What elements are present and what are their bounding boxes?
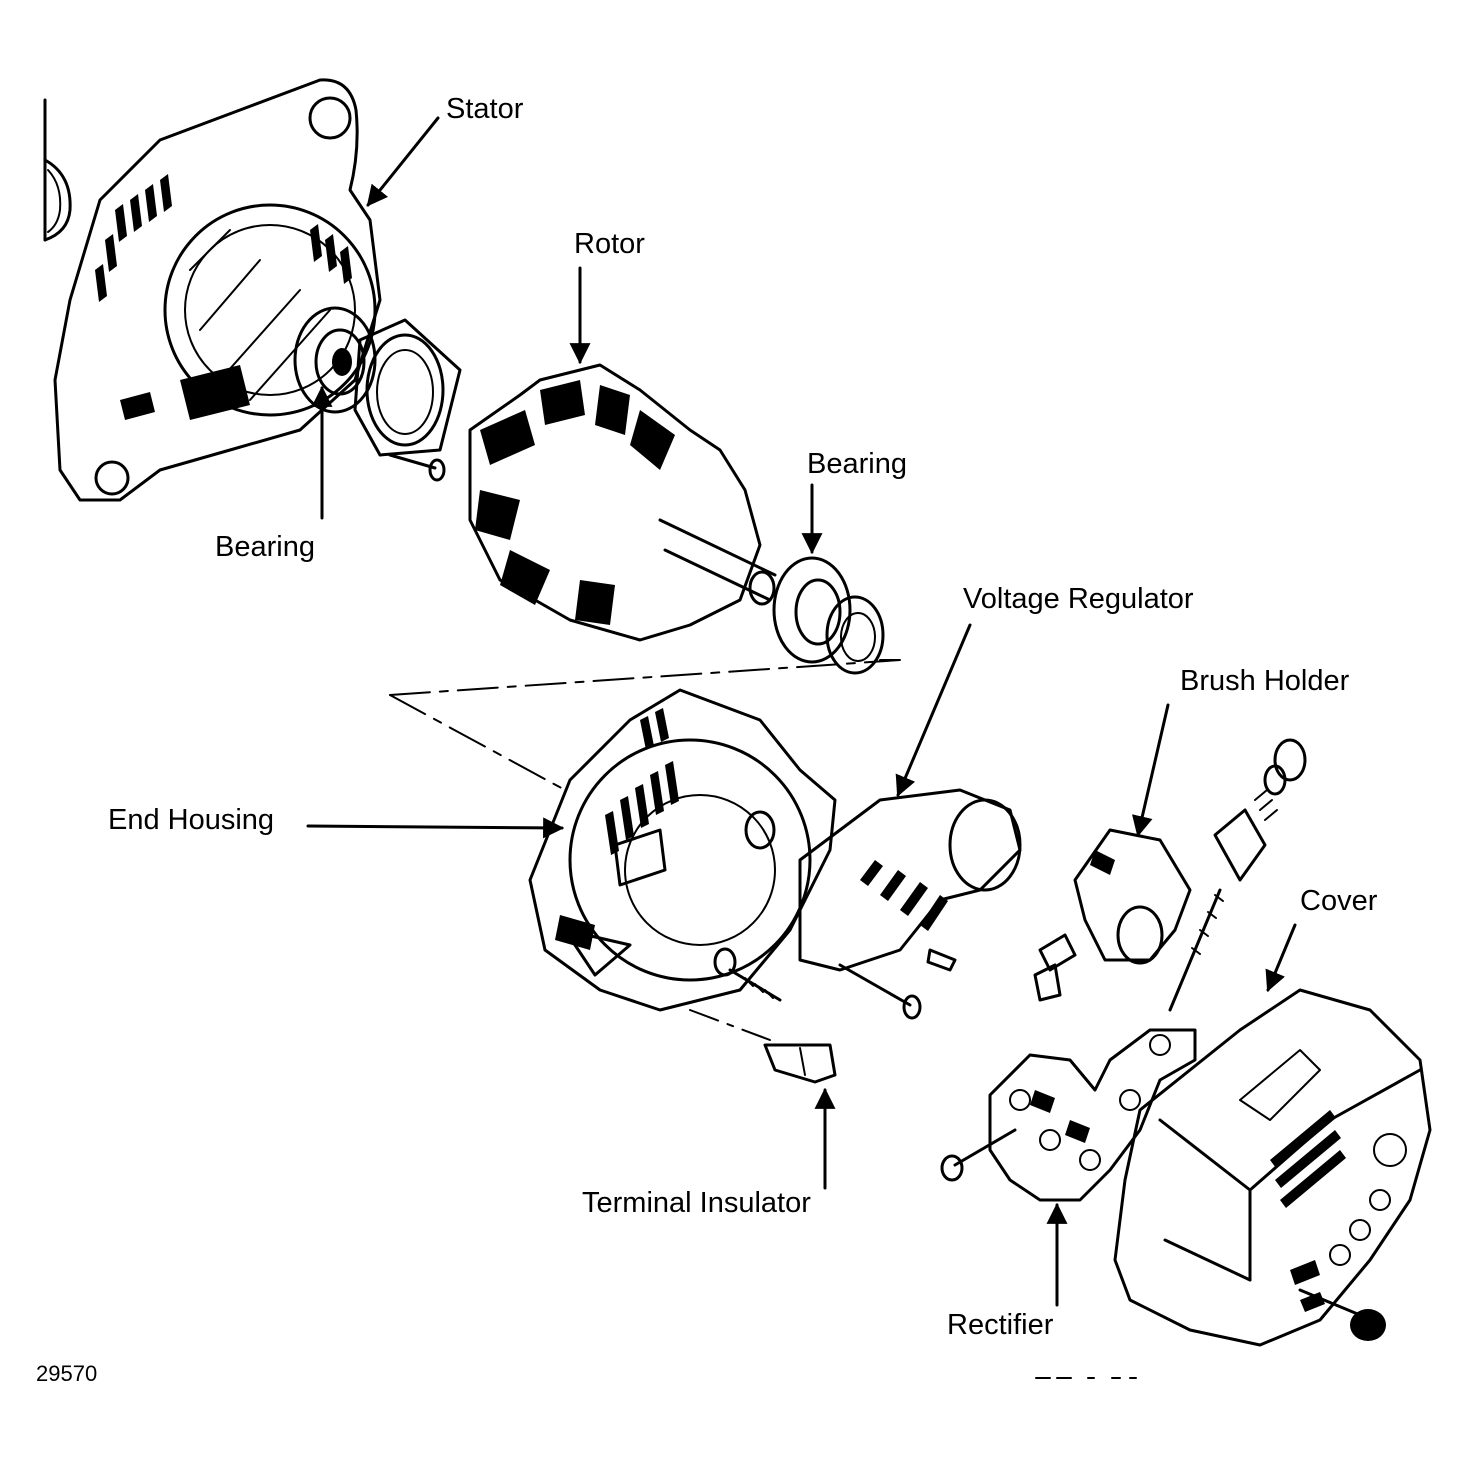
cover-drawing [1113, 988, 1432, 1347]
rotor-drawing [468, 363, 885, 675]
stator-arrow [366, 116, 440, 207]
voltage-regulator-arrow [895, 623, 972, 797]
label-voltage-regulator: Voltage Regulator [963, 583, 1194, 615]
label-cover: Cover [1300, 885, 1378, 917]
label-brush-holder: Brush Holder [1180, 665, 1350, 697]
end-housing-drawing [528, 688, 922, 1020]
brush-holder-arrow [1132, 703, 1170, 838]
voltage-regulator-drawing [798, 788, 1022, 972]
brush-holder-drawing [1033, 738, 1307, 1012]
callout-arrows [306, 116, 1297, 1307]
end-housing-slots [605, 708, 679, 855]
end-housing-arrow [306, 817, 565, 839]
label-bearing-front: Bearing [215, 531, 315, 563]
stator-fins [95, 174, 352, 302]
label-bearing-rear: Bearing [807, 448, 907, 480]
label-end-housing: End Housing [108, 804, 275, 836]
alignment-lines [389, 659, 901, 1041]
label-terminal-insulator: Terminal Insulator [582, 1187, 811, 1219]
label-rectifier: Rectifier [947, 1309, 1054, 1341]
cover-arrow [1265, 923, 1297, 992]
figure-number: 29570 [36, 1361, 98, 1386]
label-rotor: Rotor [574, 228, 645, 260]
stator-housing-drawing [43, 78, 462, 502]
terminal-insulator-drawing [763, 1043, 837, 1084]
rectifier-drawing [940, 1028, 1197, 1202]
label-stator: Stator [446, 93, 524, 125]
